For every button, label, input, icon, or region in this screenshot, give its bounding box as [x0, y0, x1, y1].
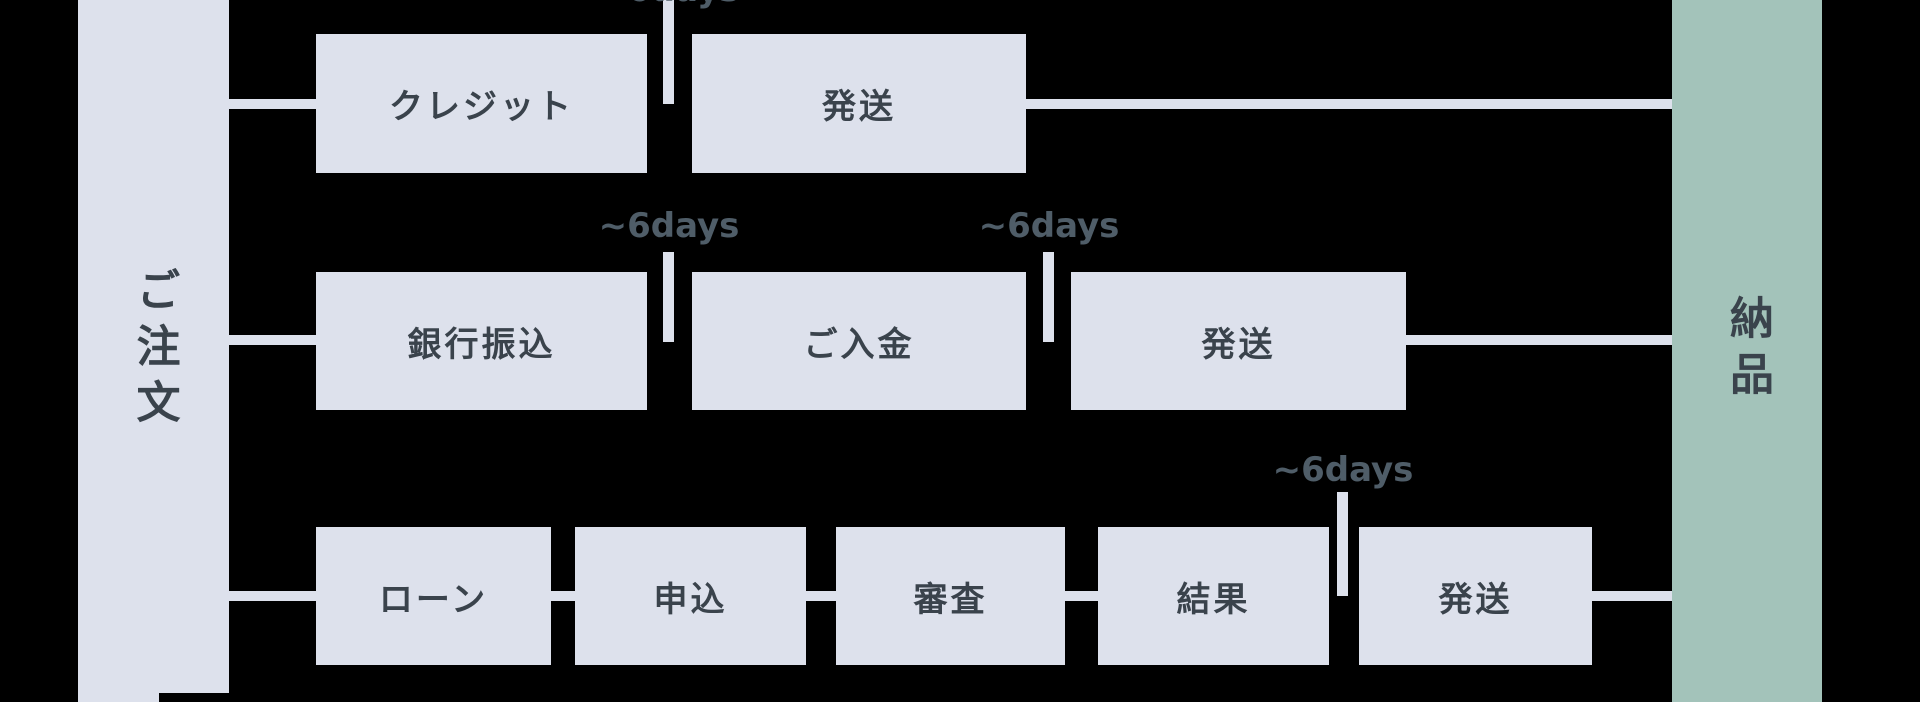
connector-line	[1406, 335, 1672, 345]
duration-label-cropped: ~6days	[599, 0, 740, 9]
step-application-label: 申込	[653, 579, 728, 620]
step-credit: クレジット	[316, 34, 647, 173]
step-shipping-bank-label: 発送	[1201, 324, 1276, 365]
step-shipping-credit-label: 発送	[822, 87, 896, 127]
delivery-end-bar-label: 納品	[1722, 295, 1773, 407]
duration-marker	[663, 0, 674, 104]
connector-line	[551, 591, 575, 601]
step-result: 結果	[1098, 527, 1329, 665]
delivery-end-bar: 納品	[1672, 0, 1822, 702]
connector-line	[229, 99, 316, 109]
duration-marker	[1337, 492, 1348, 596]
step-credit-label: クレジット	[389, 87, 574, 127]
step-shipping-credit: 発送	[692, 34, 1026, 173]
step-screening: 審査	[836, 527, 1065, 665]
connector-line	[1065, 591, 1098, 601]
step-result-label: 結果	[1176, 579, 1251, 620]
cropped-edge-notch	[159, 693, 229, 702]
connector-line	[806, 591, 836, 601]
connector-line	[1592, 591, 1672, 601]
order-start-bar-label: ご注文	[128, 267, 180, 435]
step-bank-transfer: 銀行振込	[316, 272, 647, 410]
duration-marker	[1043, 252, 1054, 342]
step-payment: ご入金	[692, 272, 1026, 410]
duration-label: ~6days	[598, 206, 740, 246]
connector-line	[229, 335, 316, 345]
step-screening-label: 審査	[913, 579, 988, 620]
step-shipping-loan: 発送	[1359, 527, 1592, 665]
duration-label: ~6days	[978, 206, 1120, 246]
step-loan: ローン	[316, 527, 551, 665]
order-start-bar: ご注文	[78, 0, 229, 702]
duration-label: ~6days	[1272, 450, 1414, 490]
duration-marker	[663, 252, 674, 342]
connector-line	[1026, 99, 1672, 109]
step-bank-transfer-label: 銀行振込	[407, 324, 556, 365]
step-application: 申込	[575, 527, 806, 665]
step-loan-label: ローン	[378, 579, 489, 620]
step-shipping-bank: 発送	[1071, 272, 1406, 410]
step-payment-label: ご入金	[803, 324, 915, 365]
step-shipping-loan-label: 発送	[1438, 579, 1513, 620]
connector-line	[229, 591, 316, 601]
